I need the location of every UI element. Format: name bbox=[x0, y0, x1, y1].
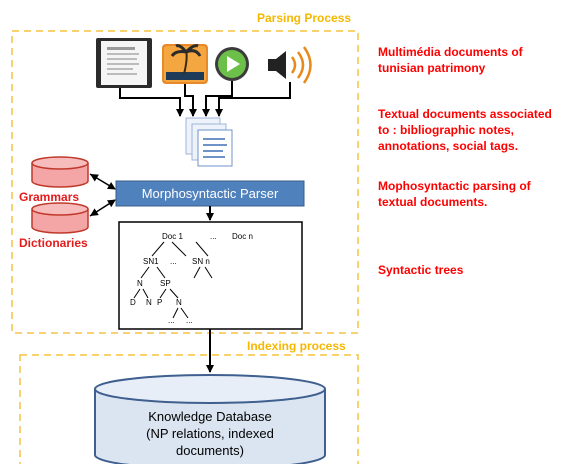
grammars-label: Grammars bbox=[19, 190, 80, 204]
database-line: Knowledge Database bbox=[148, 409, 272, 424]
annotation-line: Mophosyntactic parsing of bbox=[378, 179, 531, 193]
tree-node-doc1: Doc 1 bbox=[162, 232, 183, 241]
parser-label: Morphosyntactic Parser bbox=[141, 186, 279, 201]
parsing-process-frame bbox=[11, 30, 359, 334]
tree-node-ellipsis-top: ... bbox=[210, 232, 217, 241]
annotation-line: to : bibliographic notes, bbox=[378, 123, 514, 137]
annotation-multimedia: Multimédia documents of tunisian patrimo… bbox=[378, 44, 523, 76]
tree-branches bbox=[133, 241, 213, 319]
indexing-process-frame bbox=[19, 354, 359, 464]
annotation-line: Syntactic trees bbox=[378, 263, 464, 277]
annotation-parsing: Mophosyntactic parsing of textual docume… bbox=[378, 178, 531, 210]
documents-stack-icon bbox=[185, 117, 233, 167]
grammars-cylinder bbox=[31, 156, 89, 188]
photo-icon bbox=[162, 44, 208, 84]
annotation-line: textual documents. bbox=[378, 195, 488, 209]
annotation-line: annotations, social tags. bbox=[378, 139, 519, 153]
database-line: (NP relations, indexed bbox=[146, 426, 274, 441]
annotation-line: tunisian patrimony bbox=[378, 61, 486, 75]
dictionaries-cylinder bbox=[31, 202, 89, 234]
speaker-icon bbox=[268, 46, 312, 84]
dictionaries-label: Dictionaries bbox=[19, 236, 88, 250]
tree-node-p: P bbox=[157, 298, 163, 307]
tree-node-docn: Doc n bbox=[232, 232, 253, 241]
indexing-process-title: Indexing process bbox=[247, 339, 346, 353]
parsing-process-title: Parsing Process bbox=[257, 11, 352, 25]
tree-node-ellipsis-mid: ... bbox=[170, 257, 177, 266]
tree-node-sp: SP bbox=[160, 279, 171, 288]
parser-box bbox=[115, 180, 305, 207]
annotation-trees: Syntactic trees bbox=[378, 262, 463, 278]
annotation-textual: Textual documents associated to : biblio… bbox=[378, 106, 552, 154]
tree-node-leaf1: ... bbox=[168, 316, 175, 325]
tree-node-n3: N bbox=[176, 298, 182, 307]
tree-node-n: N bbox=[137, 279, 143, 288]
tree-node-n2: N bbox=[146, 298, 152, 307]
play-icon bbox=[215, 47, 249, 81]
tree-node-leaf2: ... bbox=[186, 316, 193, 325]
book-icon bbox=[96, 38, 152, 88]
tree-node-d: D bbox=[130, 298, 136, 307]
dictionaries-parser-arrow bbox=[89, 199, 116, 217]
database-line: documents) bbox=[176, 443, 244, 458]
grammars-parser-arrow bbox=[89, 173, 116, 190]
knowledge-database-cylinder bbox=[94, 374, 326, 464]
media-to-docs-arrows bbox=[119, 81, 291, 117]
tree-node-snn: SN n bbox=[192, 257, 210, 266]
annotation-line: Textual documents associated bbox=[378, 107, 552, 121]
tree-node-sn1: SN1 bbox=[143, 257, 159, 266]
annotation-line: Multimédia documents of bbox=[378, 45, 523, 59]
knowledge-database-label: Knowledge Database (NP relations, indexe… bbox=[110, 408, 310, 459]
